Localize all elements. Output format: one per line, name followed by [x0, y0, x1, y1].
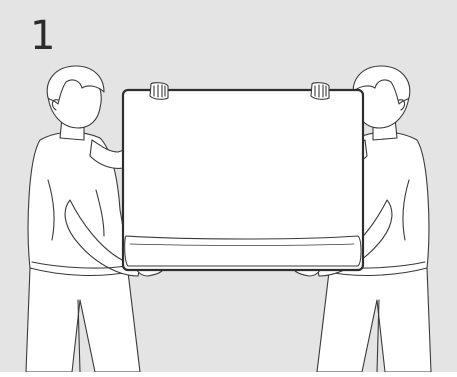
left-person: [25, 65, 165, 373]
left-top-hand: [149, 82, 169, 100]
panel-bottom-border: [0, 372, 457, 377]
right-top-hand: [310, 82, 330, 100]
tv-panel: [121, 88, 365, 272]
step-number: 1: [30, 13, 56, 59]
